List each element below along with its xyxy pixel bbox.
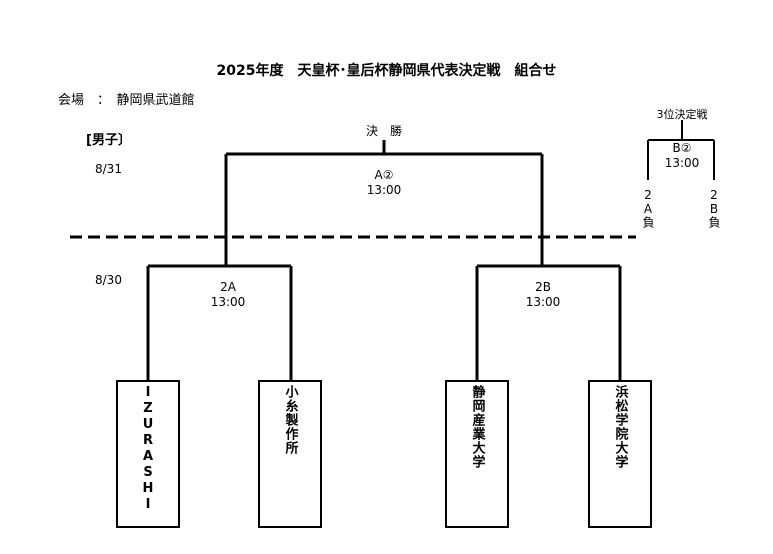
team-name: IZURASHI	[140, 385, 156, 513]
team-name: 小糸製作所	[282, 385, 298, 455]
page-title: 2025年度 天皇杯･皇后杯静岡県代表決定戦 組合せ	[216, 63, 557, 79]
team-name: 浜松学院大学	[612, 385, 628, 469]
third-place-time: 13:00	[664, 156, 700, 170]
third-place-label: 3位決定戦	[656, 108, 708, 121]
semi-a-match: 2A 13:00	[188, 280, 268, 310]
semi-a-court: 2A	[220, 280, 236, 294]
team-name: 静岡産業大学	[469, 385, 485, 469]
third-place-right-tag: 2B負	[707, 188, 721, 228]
team-box-shizuoka-sangyo: 静岡産業大学	[445, 380, 509, 528]
final-time: 13:00	[366, 183, 402, 197]
date-first-day: 8/30	[95, 273, 122, 287]
team-box-izurashi: IZURASHI	[116, 380, 180, 528]
final-court: A②	[374, 168, 394, 182]
date-final-day: 8/31	[95, 162, 122, 176]
venue-label: 会場 ： 静岡県武道館	[58, 93, 195, 108]
final-match: A② 13:00	[344, 168, 424, 198]
third-place-match: B② 13:00	[642, 141, 722, 171]
semi-a-time: 13:00	[210, 295, 246, 309]
third-place-left-tag: 2A負	[641, 188, 655, 228]
section-label: [男子〕	[86, 133, 131, 148]
semi-b-court: 2B	[535, 280, 551, 294]
team-box-koito: 小糸製作所	[258, 380, 322, 528]
team-box-hamamatsu-gakuin: 浜松学院大学	[588, 380, 652, 528]
semi-b-time: 13:00	[525, 295, 561, 309]
third-place-court: B②	[672, 141, 692, 155]
final-label: 決 勝	[365, 124, 402, 138]
semi-b-match: 2B 13:00	[503, 280, 583, 310]
